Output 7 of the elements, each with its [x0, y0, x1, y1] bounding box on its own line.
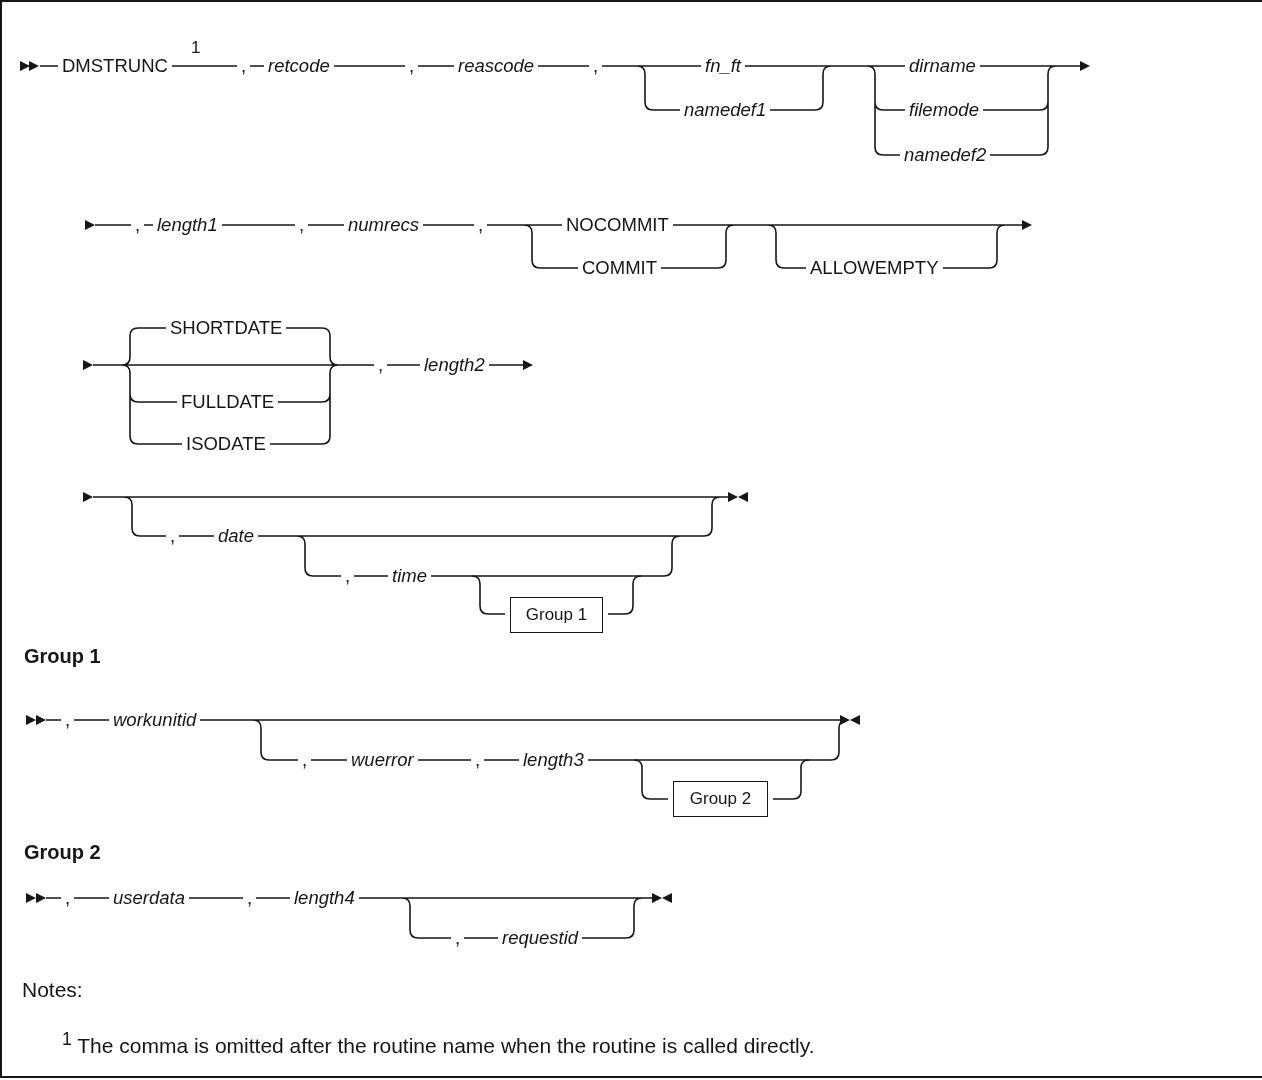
group-reference-box: Group 1 [510, 597, 603, 633]
section-heading: Group 2 [23, 841, 102, 863]
section-heading: Group 1 [23, 645, 102, 667]
group-reference-box: Group 2 [673, 781, 768, 817]
footnote-text: $^{1}$ The comma is omitted after the routine name when the routine is called directly. [61, 1028, 816, 1057]
footnote-marker: 1 [190, 40, 202, 56]
notes-heading: Notes: [21, 979, 84, 1001]
